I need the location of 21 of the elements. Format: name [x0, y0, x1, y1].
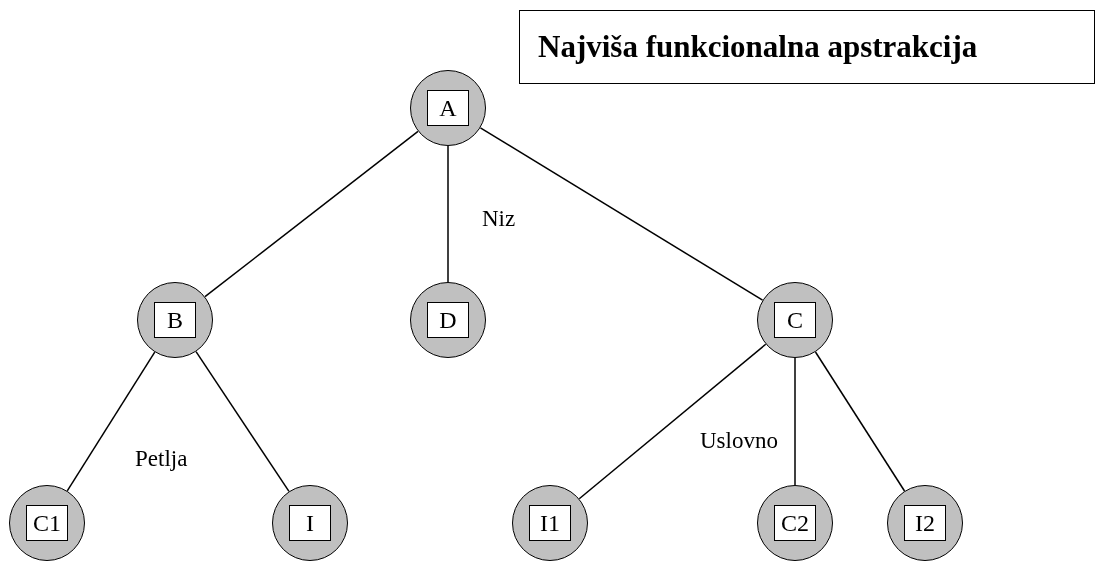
connector-line: [447, 145, 449, 283]
branch-label: Uslovno: [700, 428, 778, 454]
branch-label: Petlja: [135, 446, 188, 472]
connector-line: [794, 357, 796, 486]
node-label: C1: [26, 505, 68, 541]
heading-box: Najviša funkcionalna apstrakcija: [519, 10, 1095, 84]
node-label: I2: [904, 505, 946, 541]
node-label: C2: [774, 505, 816, 541]
connector-line: [814, 351, 906, 492]
connector-line: [578, 343, 767, 500]
node-label: D: [427, 302, 469, 338]
node-label: C: [774, 302, 816, 338]
node-label: A: [427, 90, 469, 126]
node-label: B: [154, 302, 196, 338]
connector-line: [66, 351, 156, 492]
branch-label: Niz: [482, 206, 516, 232]
connector-line: [195, 350, 290, 493]
connector-line: [204, 130, 419, 298]
node-label: I: [289, 505, 331, 541]
connector-line: [479, 127, 764, 301]
node-label: I1: [529, 505, 571, 541]
